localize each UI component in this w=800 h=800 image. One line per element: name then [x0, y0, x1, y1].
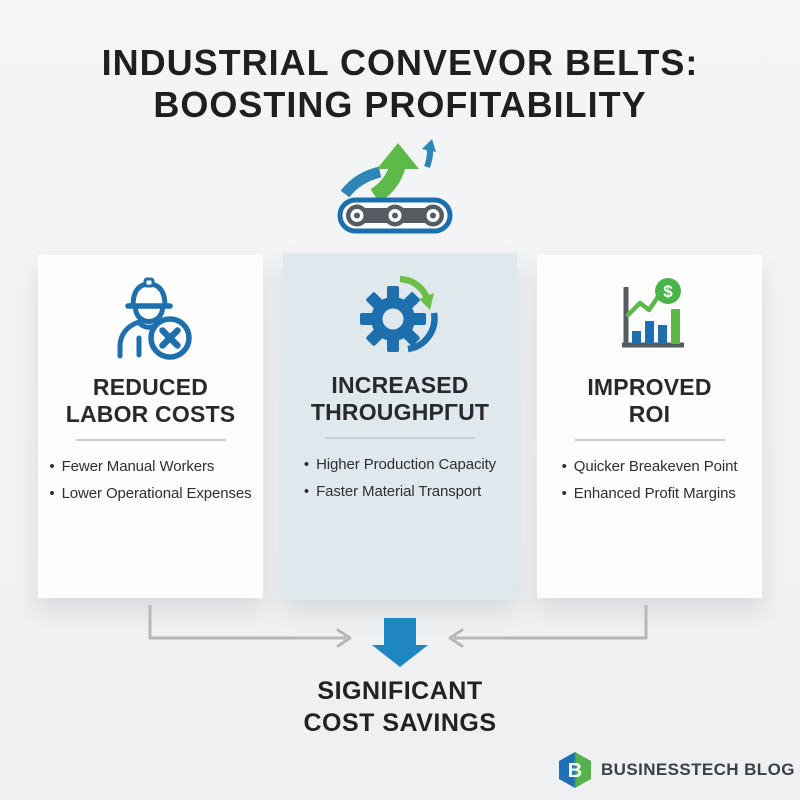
card-title-line1: INCREASED	[331, 372, 469, 398]
hexagon-b-icon: B	[559, 752, 591, 788]
dollar-badge	[655, 278, 681, 304]
card-title: REDUCED LABOR COSTS	[66, 374, 236, 428]
page-title: INDUSTRIAL CONVEVOR BELTS: BOOSTING PROF…	[0, 42, 800, 127]
right-connector-line	[454, 605, 648, 640]
gear-shape	[359, 286, 426, 352]
bullet-item: Faster Material Transport	[304, 479, 496, 506]
worker-x-icon	[117, 277, 192, 360]
card-title: INCREASED THROUGHPΓUT	[311, 372, 489, 426]
green-cycle-arrow-head	[418, 293, 434, 310]
card-title-line1: IMPROVED	[587, 374, 712, 400]
conclusion-line1: SIGNIFICANT	[317, 677, 483, 705]
page-title-line1: INDUSTRIAL CONVEVOR BELTS:	[101, 42, 699, 83]
conclusion-text: SIGNIFICANT COST SAVINGS	[0, 676, 800, 739]
bullet-item: Lower Operational Expenses	[49, 481, 252, 508]
belt-rollers	[346, 204, 444, 227]
bullet-item: Fewer Manual Workers	[49, 454, 251, 481]
card-title-line1: REDUCED	[92, 374, 209, 400]
brand-logo: B BUSINESSTECH BLOG	[558, 750, 795, 790]
growth-line	[625, 288, 665, 318]
conclusion-line2: COST SAVINGS	[303, 708, 497, 737]
divider	[574, 439, 725, 442]
left-connector-line	[148, 605, 346, 640]
left-connector-arrowhead	[336, 628, 352, 648]
flow-connectors	[148, 605, 648, 667]
small-blue-arrow-head	[422, 139, 436, 152]
divider	[325, 437, 475, 440]
brand-name: BUSINESSTECH BLOG	[601, 760, 795, 779]
blue-cycle-arc	[406, 312, 438, 353]
card-title-line2: LABOR COSTS	[65, 401, 236, 428]
down-arrow-icon	[372, 618, 428, 667]
bullet-list: Quicker Breakeven Point Enhanced Profit …	[562, 454, 738, 507]
dollar-sign: $	[663, 282, 673, 301]
card-title-line2: ROI	[628, 401, 671, 428]
divider	[75, 439, 226, 442]
bar-chart-dollar-icon: $	[622, 278, 684, 348]
card-title-line2: THROUGHPΓUT	[310, 399, 490, 426]
card-improved-roi: $ IMPROVED ROI Quicker Breakeven Point E…	[537, 255, 762, 598]
blue-swoosh-shape	[340, 166, 382, 198]
gear-cycle-icon	[359, 275, 438, 353]
card-increased-throughput: INCREASED THROUGHPΓUT Higher Production …	[283, 253, 517, 600]
bullet-list: Higher Production Capacity Faster Materi…	[304, 452, 496, 505]
card-reduced-labor-costs: REDUCED LABOR COSTS Fewer Manual Workers…	[38, 255, 263, 598]
bullet-item: Quicker Breakeven Point	[562, 454, 738, 481]
right-connector-arrowhead	[448, 628, 464, 648]
bullet-item: Enhanced Profit Margins	[562, 481, 738, 508]
brand-monogram: B	[568, 760, 582, 782]
green-arrow-head	[377, 143, 419, 169]
page-title-line2: BOOSTING PROFITABILITY	[153, 84, 647, 126]
bullet-item: Higher Production Capacity	[304, 452, 496, 479]
bullet-list: Fewer Manual Workers Lower Operational E…	[49, 454, 252, 508]
card-title: IMPROVED ROI	[587, 374, 711, 428]
conveyor-belt-growth-icon	[337, 139, 453, 234]
